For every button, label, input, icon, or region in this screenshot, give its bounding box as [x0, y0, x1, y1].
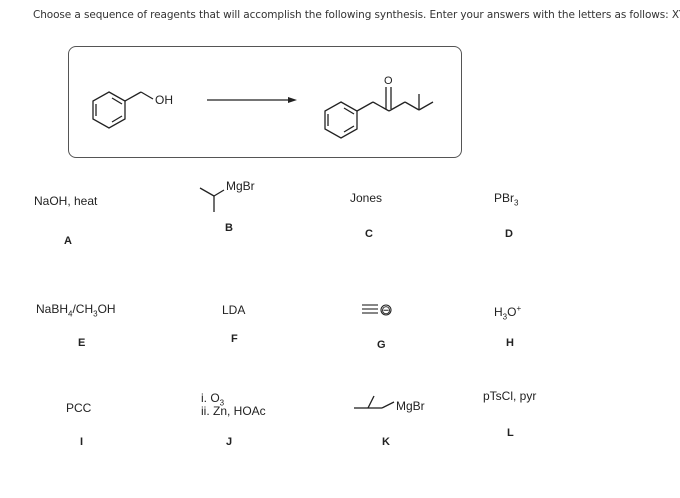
- product-carbonyl-o-label: O: [384, 75, 393, 87]
- option-d-reagent: PBr3: [494, 191, 518, 207]
- option-j-part1: i. O: [201, 391, 220, 405]
- option-j-line1: i. O3: [201, 391, 224, 407]
- option-l-letter: L: [507, 427, 514, 439]
- option-l-reagent: pTsCl, pyr: [483, 389, 537, 403]
- option-g-reagent: ⊖: [381, 303, 391, 317]
- reaction-scheme-drawing: OH O: [92, 75, 434, 139]
- option-d-pbr: PBr: [494, 191, 515, 205]
- isobutyl-grignard-structure: MgBr: [354, 395, 425, 413]
- option-k-reagent: MgBr: [396, 399, 425, 413]
- option-f-reagent: LDA: [222, 303, 246, 317]
- option-d-letter: D: [505, 228, 513, 240]
- option-c-reagent: Jones: [350, 191, 383, 205]
- option-h-letter: H: [506, 337, 514, 349]
- option-d-subscript: 3: [514, 198, 519, 208]
- option-e-part2: /CH: [72, 302, 94, 316]
- option-e-part1: NaBH: [36, 302, 69, 316]
- option-f-letter: F: [231, 333, 238, 345]
- option-a-reagent: NaOH, heat: [34, 194, 98, 208]
- isopropyl-grignard-structure: MgBr: [199, 179, 255, 212]
- option-i-letter: I: [80, 436, 84, 448]
- acetylide-anion-structure: ⊖: [362, 303, 392, 317]
- option-j-line2: ii. Zn, HOAc: [201, 404, 266, 418]
- option-e-part3: OH: [97, 302, 116, 316]
- option-h-sup: +: [516, 304, 522, 313]
- reaction-arrow-head: [288, 97, 297, 103]
- option-c-letter: C: [365, 228, 373, 240]
- option-b-letter: B: [225, 222, 233, 234]
- option-h-sub: 3: [502, 312, 508, 322]
- product-structure: [324, 87, 434, 139]
- option-b-reagent: MgBr: [226, 179, 255, 193]
- option-j-letter: J: [226, 436, 233, 448]
- reaction-scheme: OH O: [68, 46, 462, 158]
- option-h-reagent: H3O+: [494, 304, 521, 321]
- starting-material-structure: [92, 91, 154, 129]
- option-g-letter: G: [377, 339, 386, 351]
- option-h-part2: O: [507, 305, 517, 319]
- question-text: Choose a sequence of reagents that will …: [33, 9, 680, 21]
- option-e-sub1: 4: [68, 309, 73, 319]
- option-e-letter: E: [78, 337, 86, 349]
- option-i-reagent: PCC: [66, 401, 92, 415]
- option-e-reagent: NaBH4/CH3OH: [36, 302, 116, 318]
- starting-material-oh-label: OH: [155, 93, 173, 107]
- option-e-sub2: 3: [93, 309, 98, 319]
- option-j-sub: 3: [219, 398, 225, 408]
- option-h-part1: H: [494, 305, 503, 319]
- option-a-letter: A: [64, 235, 72, 247]
- option-k-letter: K: [382, 436, 390, 448]
